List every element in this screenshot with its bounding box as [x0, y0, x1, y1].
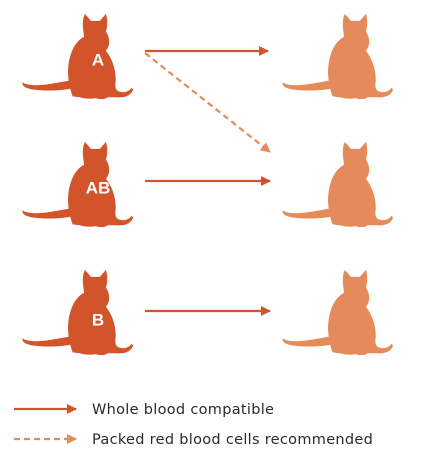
legend-label-solid: Whole blood compatible [92, 402, 274, 418]
donor-label-a: A [92, 51, 104, 70]
recipient-label-ab: AB [305, 179, 330, 198]
legend-label-dashed: Packed red blood cells recommended [92, 432, 373, 448]
legend-item-dashed: Packed red blood cells recommended [14, 432, 373, 448]
donor-cat-ab: AB [22, 141, 134, 228]
recipient-cat-a: A [282, 13, 394, 100]
cat-silhouette-icon [22, 13, 134, 100]
recipient-label-a: A [312, 51, 324, 70]
recipient-cat-b: B [282, 269, 394, 356]
cat-silhouette-icon [22, 269, 134, 356]
legend: Whole blood compatible Packed red blood … [14, 402, 373, 448]
donor-cat-a: A [22, 13, 134, 100]
donor-label-ab: AB [86, 179, 111, 198]
cat-silhouette-icon [282, 141, 394, 228]
donor-label-b: B [92, 311, 104, 330]
donor-cat-b: B [22, 269, 134, 356]
cat-silhouette-icon [282, 269, 394, 356]
cat-silhouette-icon [282, 13, 394, 100]
arrow-a-to-ab [144, 52, 271, 153]
cat-silhouette-icon [22, 141, 134, 228]
legend-item-solid: Whole blood compatible [14, 402, 274, 418]
recipient-cat-ab: AB [282, 141, 394, 228]
recipient-label-b: B [310, 311, 322, 330]
